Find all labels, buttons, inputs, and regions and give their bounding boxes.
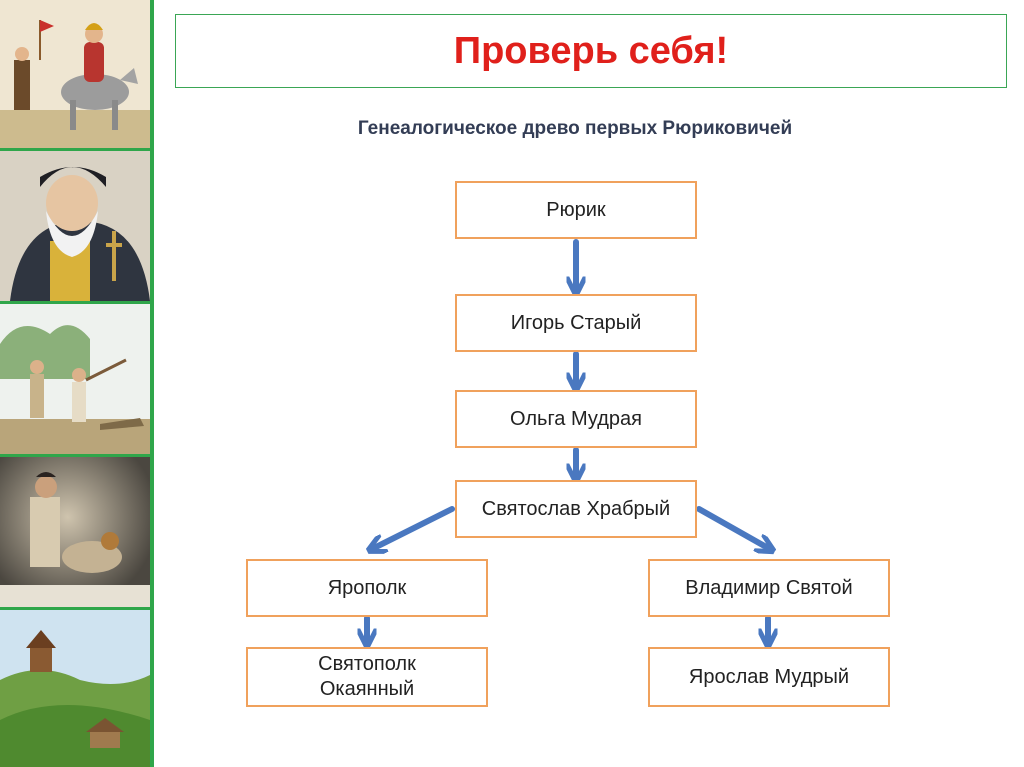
- node-svyatoslav: Святослав Храбрый: [455, 480, 697, 538]
- node-yaropolk-label: Ярополк: [327, 576, 407, 599]
- slide-subtitle: Генеалогическое древо первых Рюриковичей: [357, 118, 793, 139]
- illustration-rider-knight: [0, 0, 150, 151]
- node-igor: Игорь Старый: [455, 294, 697, 352]
- node-olga: Ольга Мудрая: [455, 390, 697, 448]
- illustration-peasants-field: [0, 304, 150, 457]
- node-yaroslav-label: Ярослав Мудрый: [688, 665, 850, 688]
- node-yaropolk: Ярополк: [246, 559, 488, 617]
- node-svyatopolk-label-line1: Святополк: [318, 653, 416, 675]
- illustration-figures: [0, 457, 150, 610]
- node-olga-label: Ольга Мудрая: [510, 407, 642, 430]
- slide-title: Проверь себя!: [453, 29, 729, 72]
- illustration-village-hill: [0, 610, 150, 767]
- illustration-strip: [0, 0, 156, 767]
- arrow-svyatoslav-yaropolk: [374, 506, 455, 548]
- arrow-svyatoslav-vladimir: [696, 506, 768, 548]
- node-svyatopolk-label-line2: Окаянный: [319, 678, 415, 700]
- node-svyatoslav-label: Святослав Храбрый: [481, 497, 671, 520]
- illustration-elder-monk: [0, 151, 150, 304]
- node-vladimir: Владимир Святой: [648, 559, 890, 617]
- node-yaroslav: Ярослав Мудрый: [648, 647, 890, 707]
- node-svyatopolk: Святополк Окаянный: [246, 647, 488, 707]
- node-vladimir-label: Владимир Святой: [685, 576, 853, 599]
- node-rurik-label: Рюрик: [546, 198, 606, 221]
- title-box: Проверь себя!: [175, 14, 1007, 88]
- node-igor-label: Игорь Старый: [510, 311, 642, 334]
- node-rurik: Рюрик: [455, 181, 697, 239]
